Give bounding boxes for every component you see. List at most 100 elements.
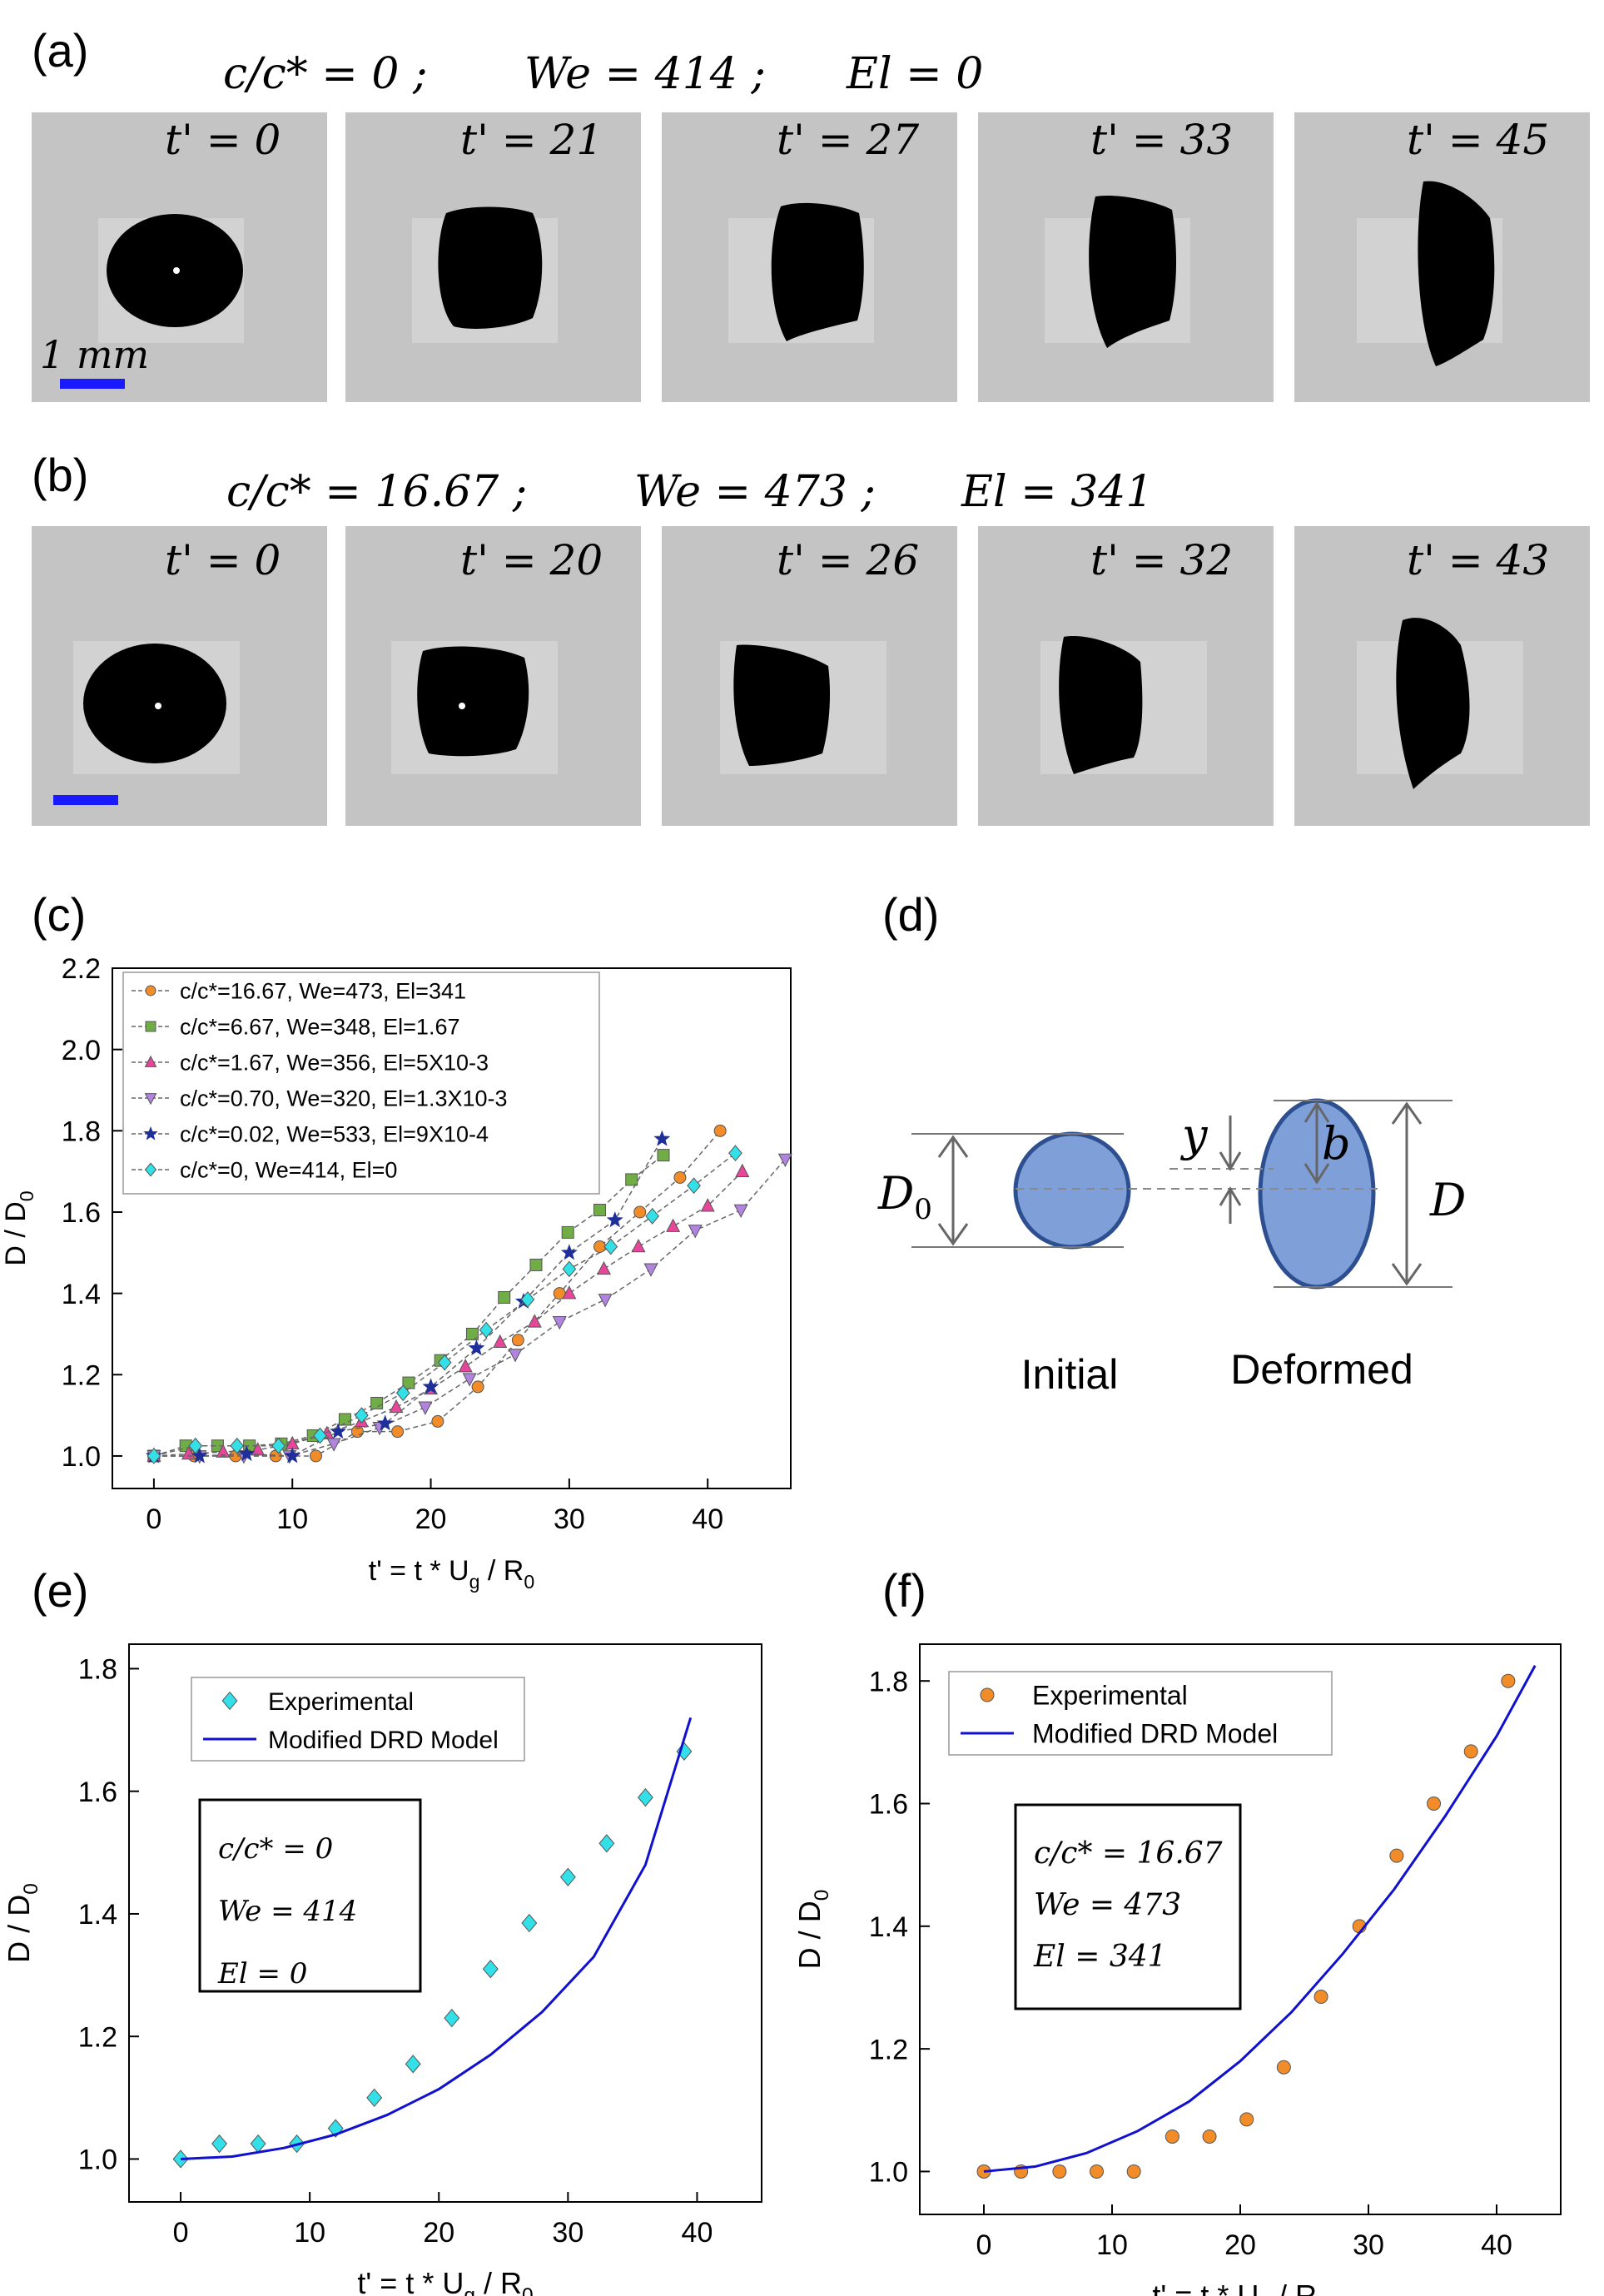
x-tick-label: 0: [146, 1503, 161, 1535]
y-axis-label: D / D0: [2, 1883, 42, 1963]
data-point: [444, 2008, 460, 2028]
data-point: [355, 1407, 369, 1424]
frame-time-label: t' = 26: [777, 536, 919, 584]
data-point: [271, 1437, 286, 1454]
model-curve: [983, 1665, 1537, 2173]
data-point: [657, 1149, 670, 1162]
params-box: [198, 1798, 422, 1993]
frame-time-label: t' = 33: [1090, 116, 1233, 164]
y-tick-label: 2.0: [62, 1035, 101, 1066]
legend-swatch: [145, 1021, 156, 1032]
data-point: [562, 1285, 577, 1300]
data-point: [468, 1339, 485, 1356]
data-point: [216, 1444, 231, 1458]
data-point: [418, 1401, 433, 1415]
series-line: [153, 1170, 743, 1457]
y-tick-label: 1.6: [78, 1777, 117, 1808]
data-point: [700, 1198, 715, 1212]
panel-f-label: (f): [882, 1564, 926, 1617]
b-label: b: [1322, 1117, 1351, 1170]
data-point: [211, 2134, 228, 2154]
panel-b-param-elasticity: El = 341: [961, 467, 1153, 517]
data-point: [146, 1448, 161, 1464]
data-point: [552, 1316, 567, 1330]
params-box: [1014, 1803, 1242, 2010]
data-point: [653, 1130, 671, 1146]
data-point: [511, 1334, 524, 1347]
panel-a-frame-2: t' = 21: [345, 112, 641, 402]
data-point: [777, 1153, 792, 1167]
legend-box: [948, 1671, 1333, 1756]
params-box-line: c/c* = 0: [218, 1832, 333, 1866]
panel-b-frame-1: t' = 0: [32, 526, 327, 826]
data-point: [643, 1263, 658, 1277]
data-point: [673, 1170, 687, 1184]
data-point: [1501, 1673, 1516, 1688]
data-point: [508, 1349, 523, 1363]
initial-droplet: [1013, 1131, 1131, 1250]
data-point: [313, 1427, 327, 1444]
panel-a-frame-1: t' = 0 1 mm: [32, 112, 327, 402]
data-point: [238, 1444, 256, 1462]
data-point: [1202, 2129, 1217, 2144]
x-axis-label: t' = t * Ug / R0: [369, 1555, 534, 1593]
legend-label: Modified DRD Model: [268, 1727, 499, 1754]
params-box-line: El = 0: [217, 1957, 307, 1990]
y-tick-label: 1.4: [62, 1279, 101, 1310]
y-tick-label: 1.0: [78, 2144, 117, 2176]
data-point: [326, 1438, 341, 1452]
panel-a-param-elasticity: El = 0: [846, 49, 983, 99]
panel-d-label: (d): [882, 888, 939, 941]
panel-b-frame-5: t' = 43: [1294, 526, 1590, 826]
data-point: [529, 1258, 543, 1271]
x-tick-label: 30: [1353, 2229, 1384, 2261]
initial-label: Initial: [1021, 1351, 1119, 1398]
legend-swatch: [221, 1691, 238, 1711]
data-point: [462, 1373, 477, 1387]
panel-b-frame-4: t' = 32: [978, 526, 1274, 826]
data-point: [251, 1442, 266, 1456]
data-point: [431, 1414, 444, 1428]
droplet: [1418, 181, 1495, 366]
y-tick-label: 1.2: [62, 1360, 101, 1392]
data-point: [366, 2088, 383, 2108]
data-point: [606, 1211, 623, 1228]
y-tick-label: 1.8: [62, 1116, 101, 1148]
x-tick-label: 20: [1224, 2229, 1256, 2261]
data-point: [370, 1396, 384, 1409]
droplet: [83, 644, 226, 763]
panel-a-frame-4: t' = 33: [978, 112, 1274, 402]
legend-label: Modified DRD Model: [1032, 1719, 1278, 1749]
params-box-line: We = 473: [1034, 1888, 1181, 1922]
legend-swatch: [144, 1055, 157, 1067]
panel-e-label: (e): [32, 1564, 88, 1617]
data-point: [310, 1449, 322, 1463]
series-line: [153, 1152, 736, 1457]
y-tick-label: 1.6: [869, 1789, 908, 1821]
data-point: [458, 1359, 473, 1373]
data-point: [637, 1787, 653, 1807]
legend-label: c/c*=16.67, We=473, El=341: [180, 979, 466, 1004]
data-point: [687, 1177, 701, 1195]
x-tick-label: 20: [423, 2217, 454, 2249]
data-point: [376, 1414, 394, 1431]
data-point: [733, 1204, 748, 1219]
y-tick-label: 1.4: [78, 1899, 117, 1931]
legend-label: Experimental: [1032, 1681, 1188, 1711]
droplet: [1059, 636, 1143, 774]
legend-swatch: [980, 1687, 995, 1702]
y-tick-label: 2.2: [62, 953, 101, 985]
legend-swatch: [145, 985, 156, 996]
data-point: [598, 1294, 613, 1308]
droplet: [733, 644, 831, 766]
x-tick-label: 10: [1096, 2229, 1128, 2261]
data-point: [521, 1913, 538, 1933]
data-point: [728, 1145, 742, 1162]
params-box-line: We = 414: [218, 1895, 357, 1928]
data-point: [338, 1413, 351, 1426]
data-point: [479, 1321, 494, 1339]
legend-box: [191, 1677, 525, 1762]
d0-label: D0: [877, 1167, 932, 1226]
panel-a-param-weber: We = 414 ;: [524, 49, 766, 99]
